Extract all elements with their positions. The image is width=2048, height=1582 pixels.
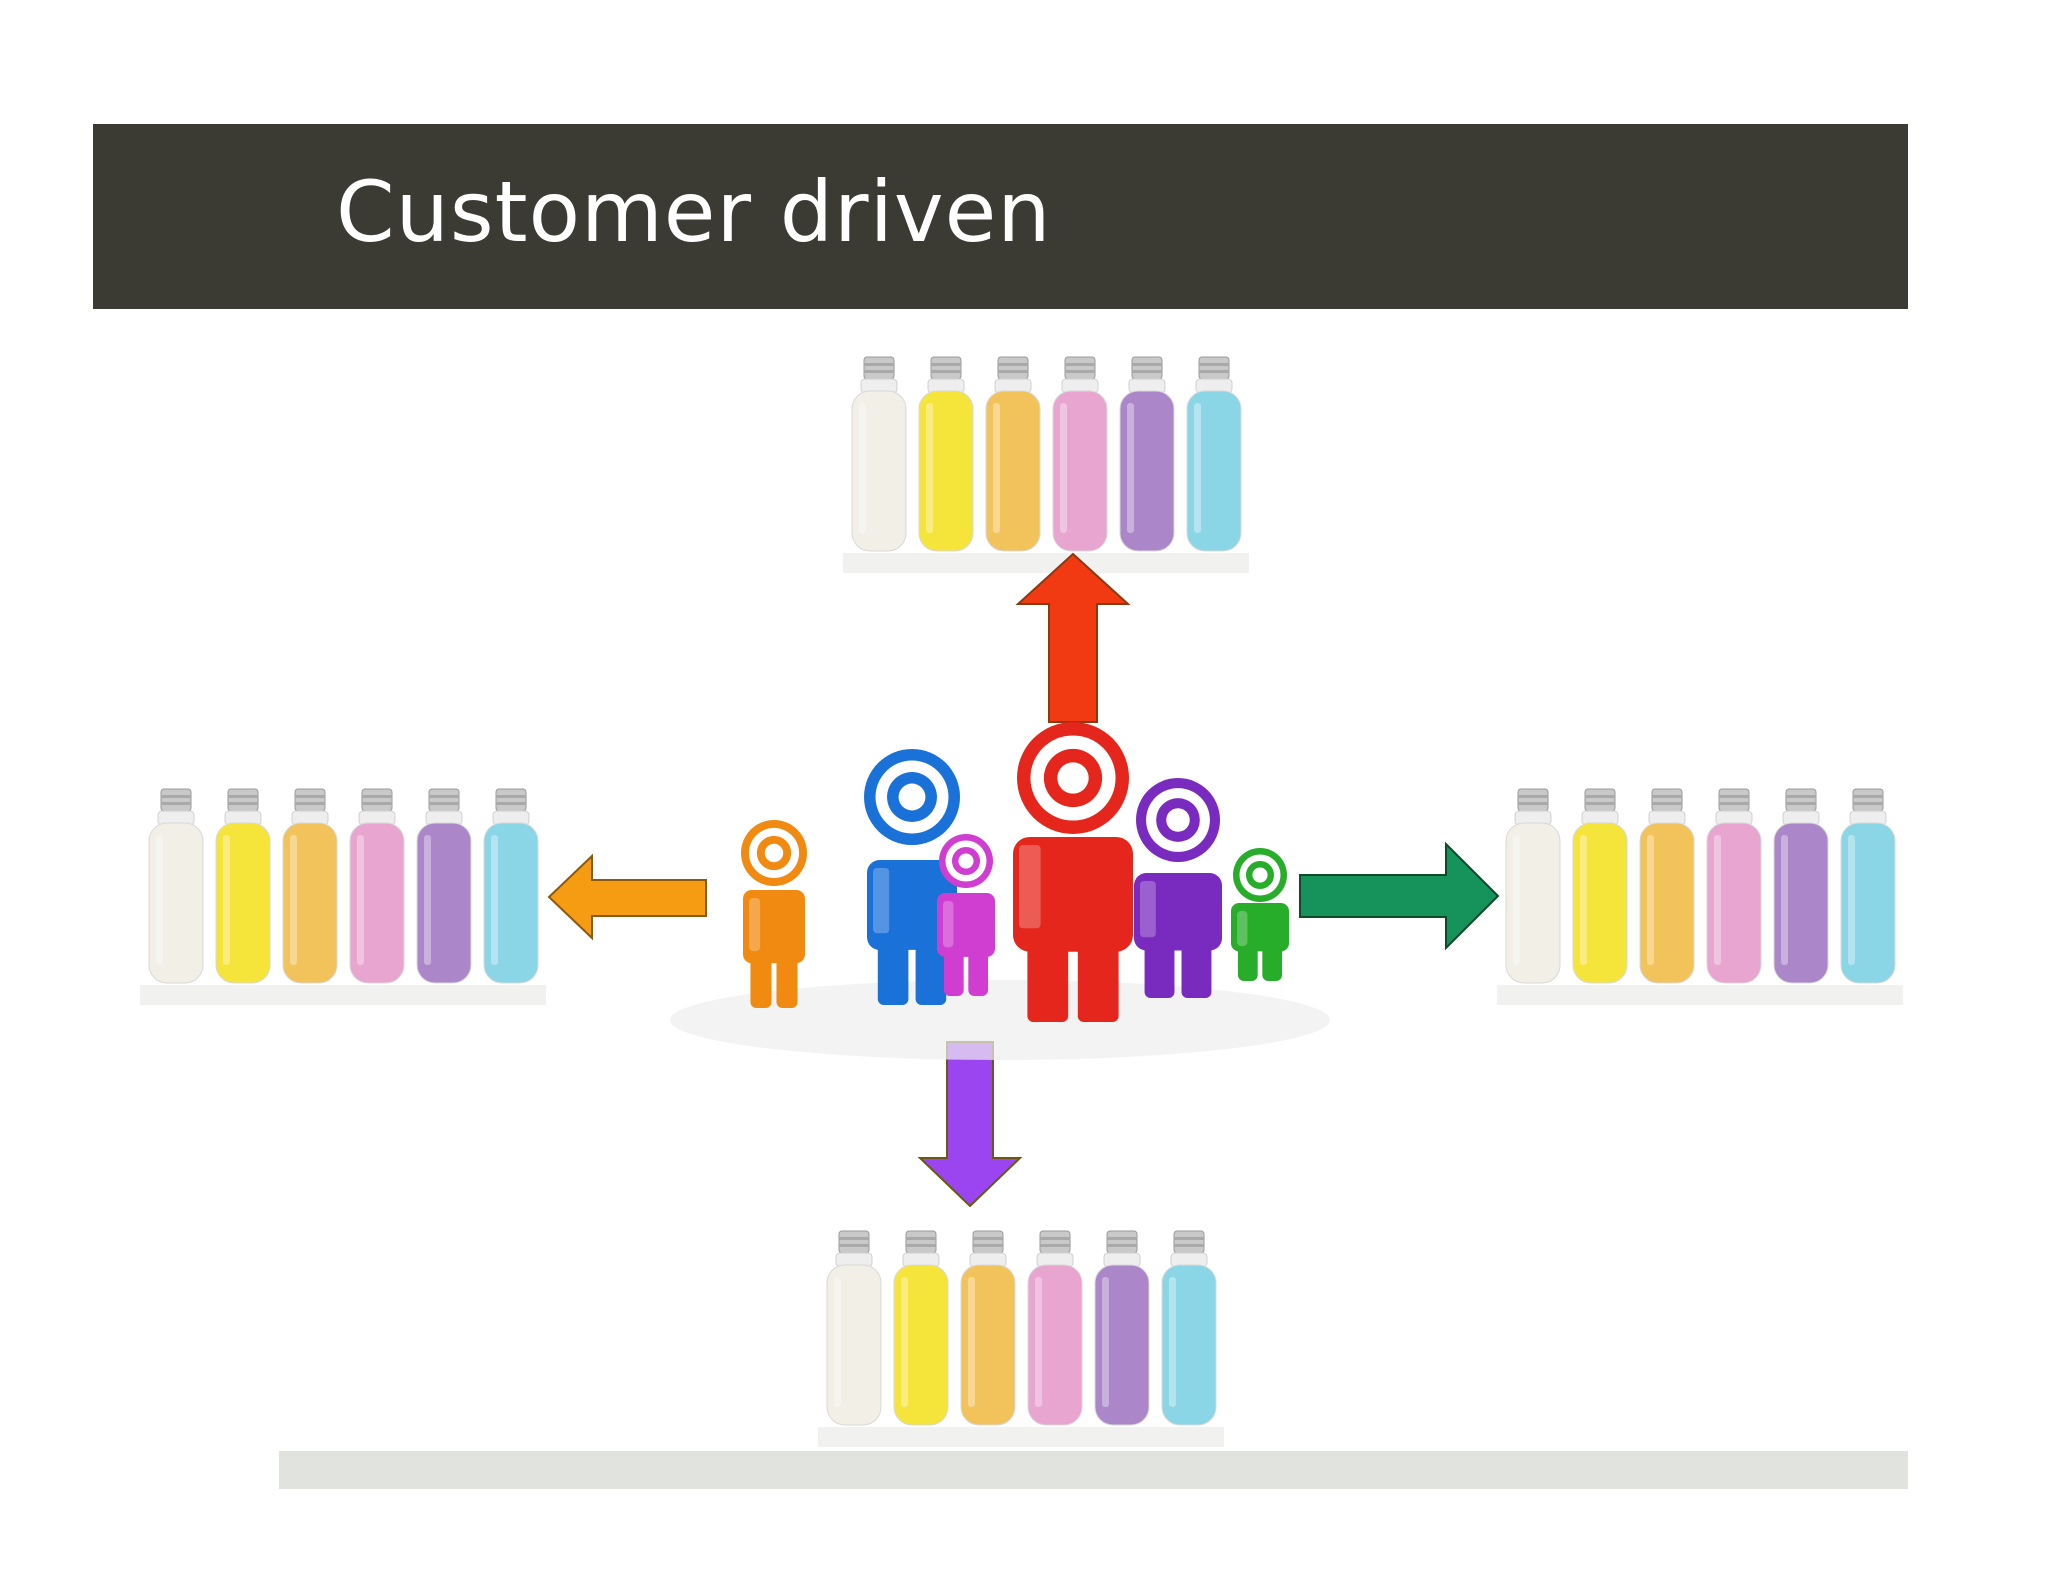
bottle [1027, 1230, 1083, 1426]
bottles-bottom-image [818, 1230, 1224, 1447]
bottle [349, 788, 405, 984]
target-icon [1233, 848, 1287, 902]
figure-red [1013, 722, 1133, 1022]
figure-magenta [937, 834, 995, 996]
bottle [960, 1230, 1016, 1426]
shelf-shadow [1497, 985, 1903, 1005]
bottle [148, 788, 204, 984]
bottle [893, 1230, 949, 1426]
title-bar: Customer driven [93, 124, 1908, 309]
bottle [826, 1230, 882, 1426]
slide-title: Customer driven [336, 163, 1052, 261]
bottles-left-image [140, 788, 546, 1005]
customer-figures [660, 685, 1340, 1070]
bottles-top [843, 353, 1249, 573]
bottles-top-image [843, 356, 1249, 573]
bottles-right-image [1497, 788, 1903, 1005]
shelf-shadow [140, 985, 546, 1005]
customer-figures-image [670, 722, 1330, 1060]
bottle [1840, 788, 1896, 984]
bottle [1773, 788, 1829, 984]
bottle [918, 356, 974, 552]
shelf-shadow [818, 1427, 1224, 1447]
arrow-right [1299, 841, 1500, 951]
bottle [1052, 356, 1108, 552]
arrow-left-shape [547, 853, 707, 941]
bottle [1639, 788, 1695, 984]
bottles-left [140, 785, 546, 1005]
bottles-right [1497, 785, 1903, 1005]
arrow-right-shape [1299, 841, 1500, 951]
figure-purple [1134, 778, 1222, 998]
bottle [1119, 356, 1175, 552]
bottle [1186, 356, 1242, 552]
shelf-shadow [843, 553, 1249, 573]
figure-blue [864, 749, 960, 1005]
bottle [985, 356, 1041, 552]
bottles-bottom [818, 1227, 1224, 1447]
floor-shadow [670, 980, 1330, 1060]
figure-orange [741, 820, 807, 1008]
bottle [416, 788, 472, 984]
target-icon [741, 820, 807, 886]
figure-green [1231, 848, 1289, 981]
bottle [1161, 1230, 1217, 1426]
bottle [1094, 1230, 1150, 1426]
target-icon [939, 834, 993, 888]
bottle [282, 788, 338, 984]
target-icon [864, 749, 960, 845]
bottle [1706, 788, 1762, 984]
bottle [1572, 788, 1628, 984]
arrow-left [547, 853, 707, 941]
footer-bar [279, 1451, 1908, 1489]
target-icon [1017, 722, 1129, 834]
bottle [215, 788, 271, 984]
bottle [483, 788, 539, 984]
target-icon [1136, 778, 1220, 862]
bottle [851, 356, 907, 552]
bottle [1505, 788, 1561, 984]
